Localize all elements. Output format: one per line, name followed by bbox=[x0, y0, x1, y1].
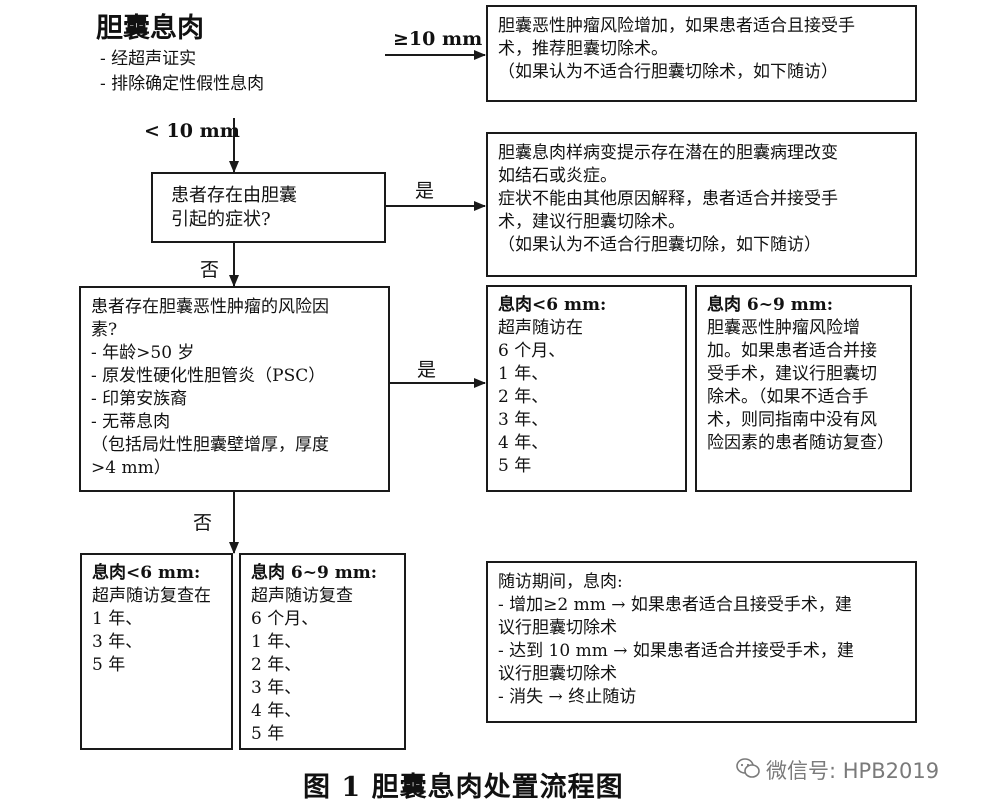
symptom-question-box: 患者存在由胆囊 引起的症状? bbox=[151, 172, 386, 243]
flow-title: 胆囊息肉 bbox=[96, 13, 204, 44]
risk-medium-polyp-title: 息肉 6~9 mm: bbox=[707, 295, 833, 315]
watermark-text: 微信号: HPB2019 bbox=[766, 759, 940, 783]
followup-rules-text: 随访期间，息肉: - 增加≥2 mm → 如果患者适合且接受手术，建 议行胆囊切… bbox=[498, 572, 854, 707]
norisk-medium-polyp-text: 超声随访复查 6 个月、 1 年、 2 年、 3 年、 4 年、 5 年 bbox=[251, 586, 353, 744]
symptom-yes-box: 胆囊息肉样病变提示存在潜在的胆囊病理改变 如结石或炎症。 症状不能由其他原因解释… bbox=[486, 132, 917, 277]
risk-factor-question-box: 患者存在胆囊恶性肿瘤的风险因 素? - 年龄>50 岁 - 原发性硬化性胆管炎（… bbox=[79, 286, 390, 492]
wechat-icon bbox=[736, 757, 760, 779]
norisk-medium-polyp-box: 息肉 6~9 mm: 超声随访复查 6 个月、 1 年、 2 年、 3 年、 4… bbox=[239, 553, 406, 750]
followup-rules-box: 随访期间，息肉: - 增加≥2 mm → 如果患者适合且接受手术，建 议行胆囊切… bbox=[486, 561, 917, 723]
norisk-small-polyp-text: 超声随访复查在 1 年、 3 年、 5 年 bbox=[92, 586, 211, 675]
edge-label-ge10: ≥10 mm bbox=[393, 28, 483, 50]
edge-label-no-2: 否 bbox=[193, 512, 213, 534]
edge-label-no-1: 否 bbox=[200, 259, 220, 281]
symptom-question-text: 患者存在由胆囊 引起的症状? bbox=[171, 185, 297, 230]
symptom-yes-text: 胆囊息肉样病变提示存在潜在的胆囊病理改变 如结石或炎症。 症状不能由其他原因解释… bbox=[498, 143, 838, 255]
risk-medium-polyp-text: 胆囊恶性肿瘤风险增 加。如果患者适合并接 受手术，建议行胆囊切 除术。（如果不适… bbox=[707, 318, 894, 453]
criteria-line-2: - 排除确定性假性息肉 bbox=[100, 74, 265, 94]
norisk-small-polyp-title: 息肉<6 mm: bbox=[92, 563, 201, 583]
surgery-recommendation-text: 胆囊恶性肿瘤风险增加，如果患者适合且接受手 术，推荐胆囊切除术。 （如果认为不适… bbox=[498, 16, 855, 82]
norisk-medium-polyp-title: 息肉 6~9 mm: bbox=[251, 563, 377, 583]
figure-caption: 图 1 胆囊息肉处置流程图 bbox=[303, 772, 624, 803]
edge-label-lt10: < 10 mm bbox=[144, 120, 240, 142]
edge-label-yes-1: 是 bbox=[415, 180, 435, 202]
risk-small-polyp-title: 息肉<6 mm: bbox=[498, 295, 607, 315]
risk-factor-question-text: 患者存在胆囊恶性肿瘤的风险因 素? - 年龄>50 岁 - 原发性硬化性胆管炎（… bbox=[91, 297, 329, 478]
criteria-line-1: - 经超声证实 bbox=[100, 49, 197, 69]
norisk-small-polyp-box: 息肉<6 mm: 超声随访复查在 1 年、 3 年、 5 年 bbox=[80, 553, 233, 750]
surgery-recommendation-box: 胆囊恶性肿瘤风险增加，如果患者适合且接受手 术，推荐胆囊切除术。 （如果认为不适… bbox=[486, 5, 917, 102]
risk-small-polyp-box: 息肉<6 mm: 超声随访在 6 个月、 1 年、 2 年、 3 年、 4 年、… bbox=[486, 285, 687, 492]
edge-label-yes-2: 是 bbox=[417, 359, 437, 381]
risk-small-polyp-text: 超声随访在 6 个月、 1 年、 2 年、 3 年、 4 年、 5 年 bbox=[498, 318, 583, 476]
risk-medium-polyp-box: 息肉 6~9 mm: 胆囊恶性肿瘤风险增 加。如果患者适合并接 受手术，建议行胆… bbox=[695, 285, 912, 492]
